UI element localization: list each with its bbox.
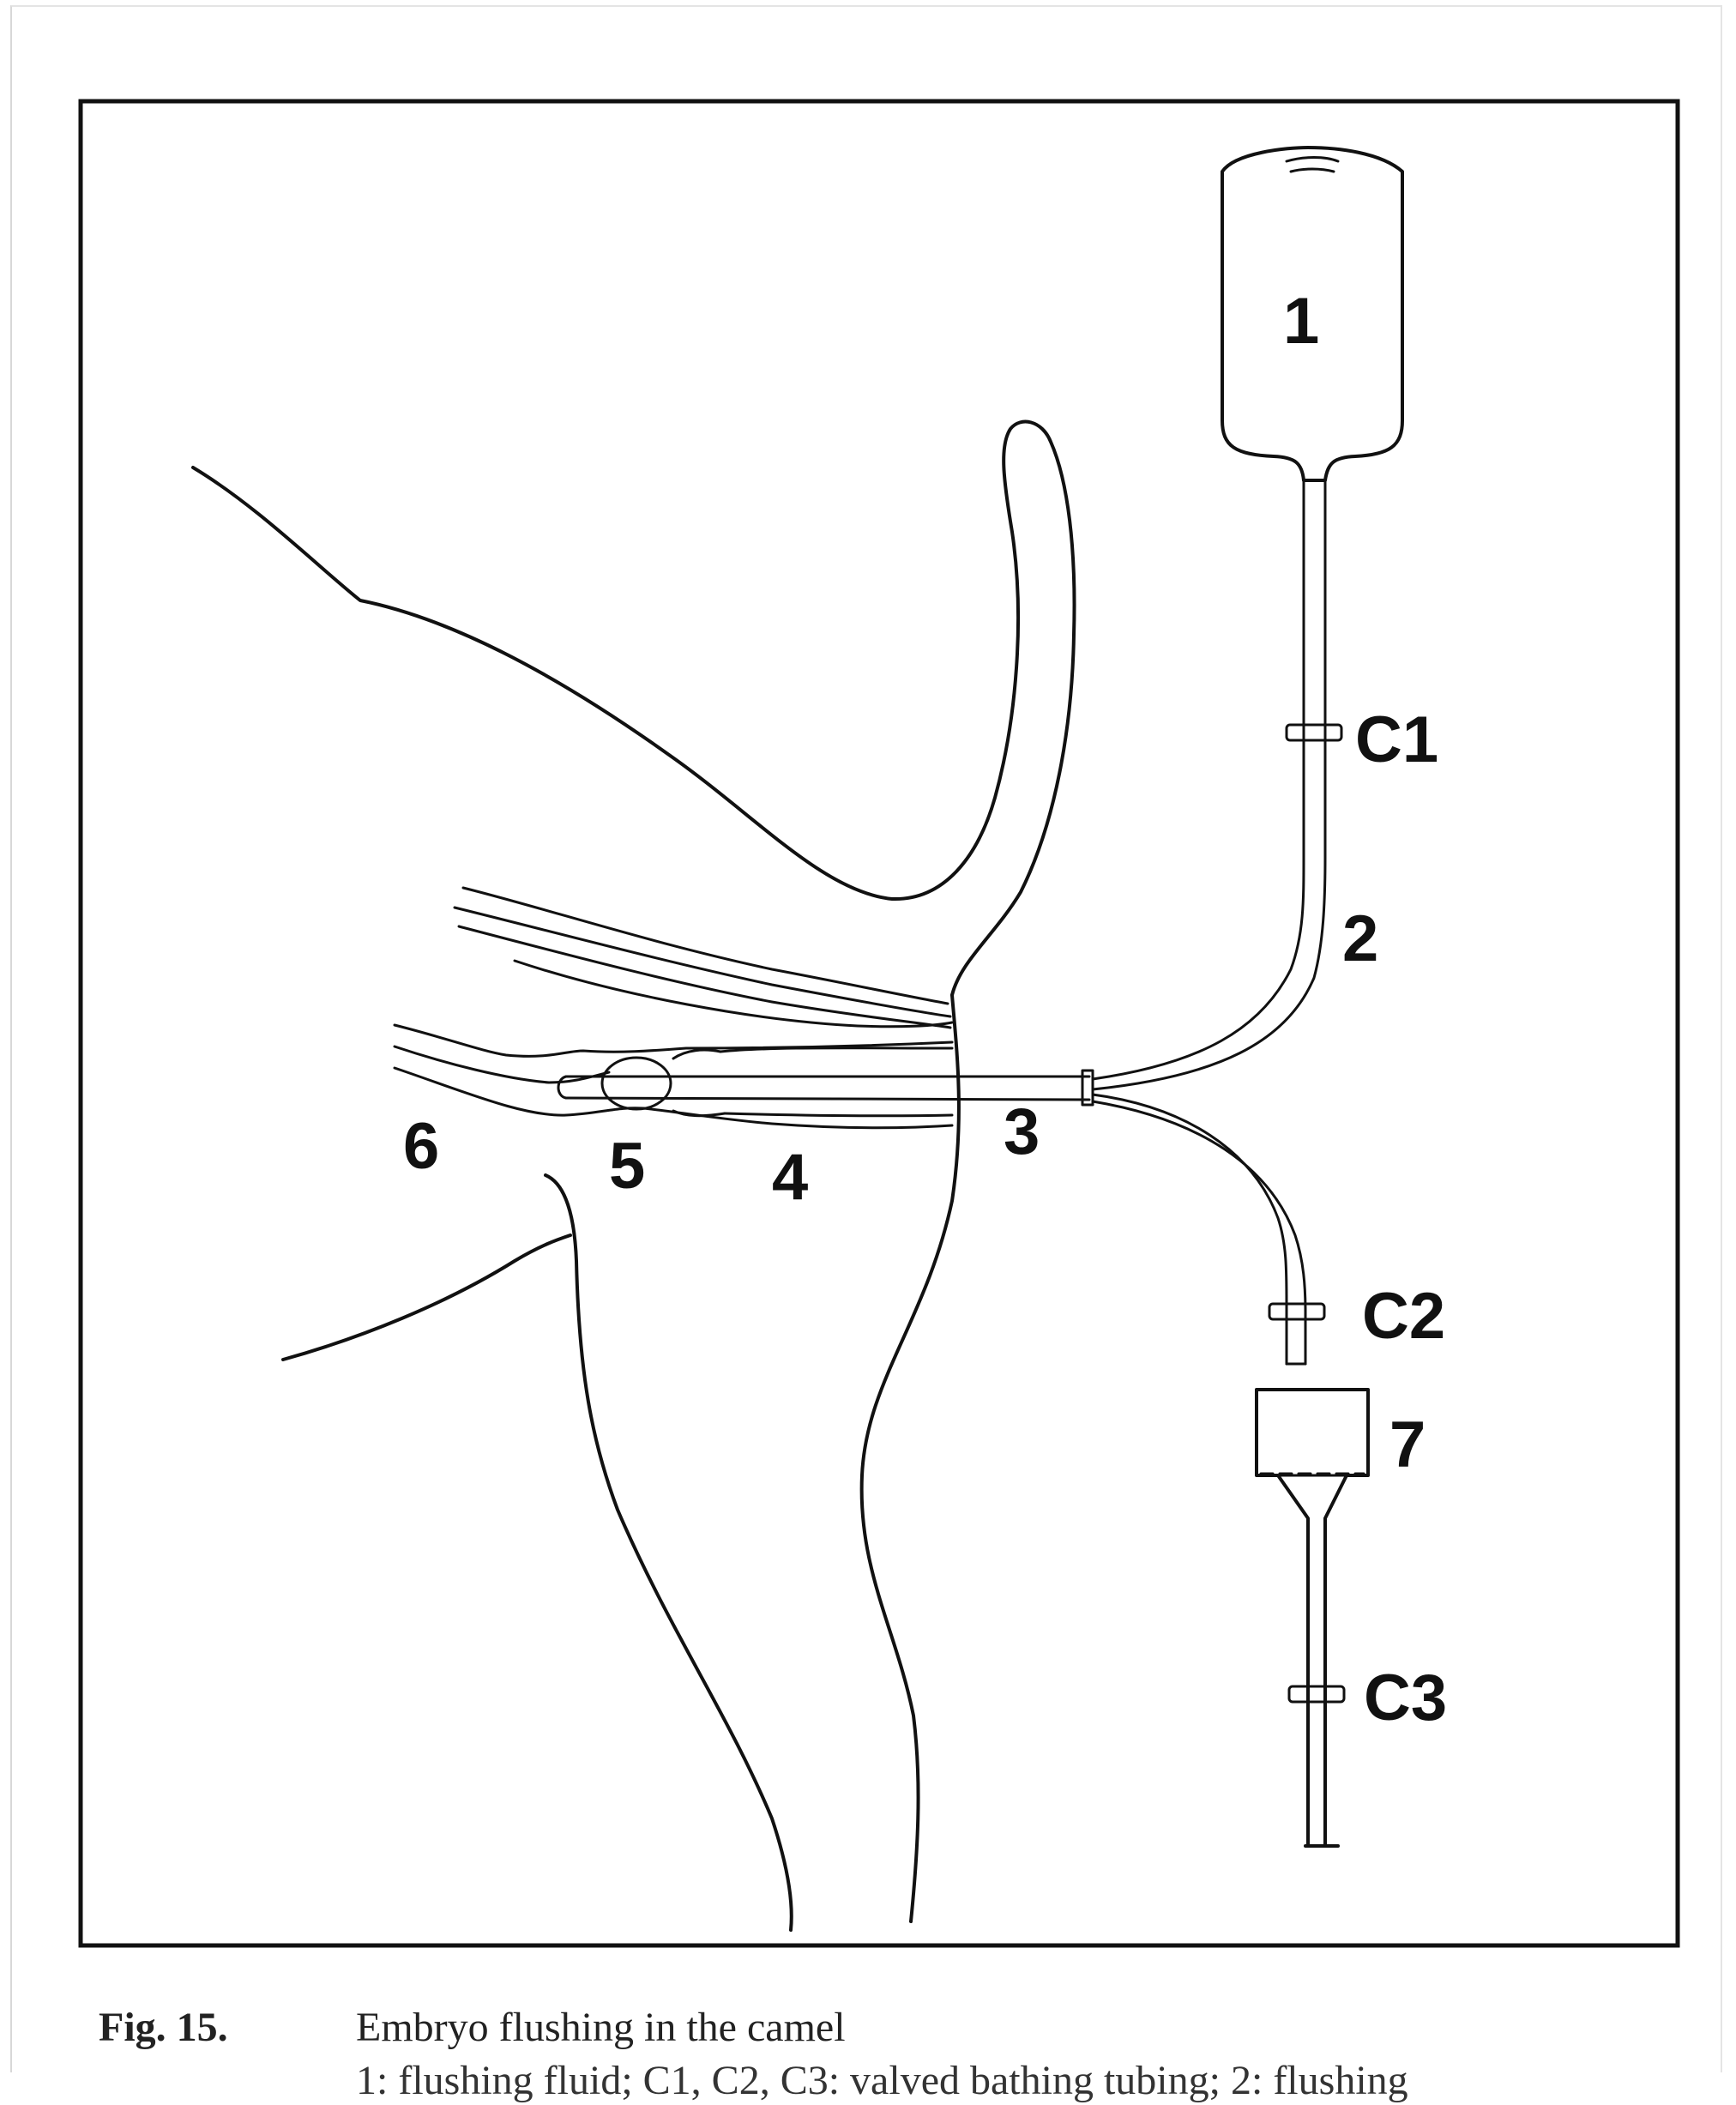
label-5: 5	[609, 1130, 645, 1203]
caption-continuation: 1: flushing fluid; C1, C2, C3: valved ba…	[356, 2058, 1408, 2103]
leg-outline	[859, 993, 961, 1923]
upper-tract-line-2	[453, 906, 952, 1018]
label-6: 6	[403, 1110, 439, 1183]
vaginal-lumen	[719, 1046, 954, 1118]
upper-tract-line-3	[457, 925, 952, 1029]
belly-outline	[544, 1173, 793, 1932]
label-c1: C1	[1355, 703, 1438, 776]
bottle-neck-marks	[1285, 156, 1340, 173]
label-7: 7	[1389, 1408, 1426, 1481]
figure-frame	[78, 99, 1680, 1948]
bottle-flushing-fluid	[1221, 146, 1404, 482]
figure-diagram: 1 2 3 4 5 6 7 C1 C2 C3	[78, 99, 1680, 1948]
cervix-balloon	[600, 1056, 672, 1111]
udder-line	[281, 1233, 572, 1361]
clamp-c1	[1285, 723, 1343, 742]
catheter-bottom	[564, 1096, 1091, 1101]
label-3: 3	[1004, 1095, 1040, 1168]
catheter-tip	[557, 1075, 568, 1100]
label-4: 4	[772, 1141, 808, 1214]
label-c3: C3	[1364, 1662, 1447, 1734]
uterus-line-top	[393, 1023, 954, 1058]
tube-outflow	[1091, 1093, 1288, 1366]
figure-caption: Fig. 15. Embryo flushing in the camel	[99, 2004, 846, 2051]
label-1: 1	[1283, 285, 1319, 358]
collection-vessel	[1255, 1388, 1370, 1846]
clamp-c3	[1287, 1685, 1346, 1704]
tube-outflow-inner	[1091, 1100, 1307, 1366]
cervix-wall	[672, 1048, 726, 1118]
label-2: 2	[1342, 902, 1378, 975]
tube-2-inner	[1091, 479, 1327, 1091]
tube-2	[1091, 479, 1305, 1081]
upper-tract-line-1	[461, 886, 949, 1005]
upper-tract-line-4	[513, 959, 954, 1028]
catheter-connector	[1081, 1069, 1094, 1107]
page-edge	[10, 5, 1722, 2072]
figure-title: Embryo flushing in the camel	[356, 2005, 846, 2050]
label-c2: C2	[1362, 1280, 1445, 1353]
figure-number: Fig. 15.	[99, 2005, 228, 2050]
clamp-c2	[1268, 1302, 1326, 1321]
body-outline	[191, 419, 1076, 997]
